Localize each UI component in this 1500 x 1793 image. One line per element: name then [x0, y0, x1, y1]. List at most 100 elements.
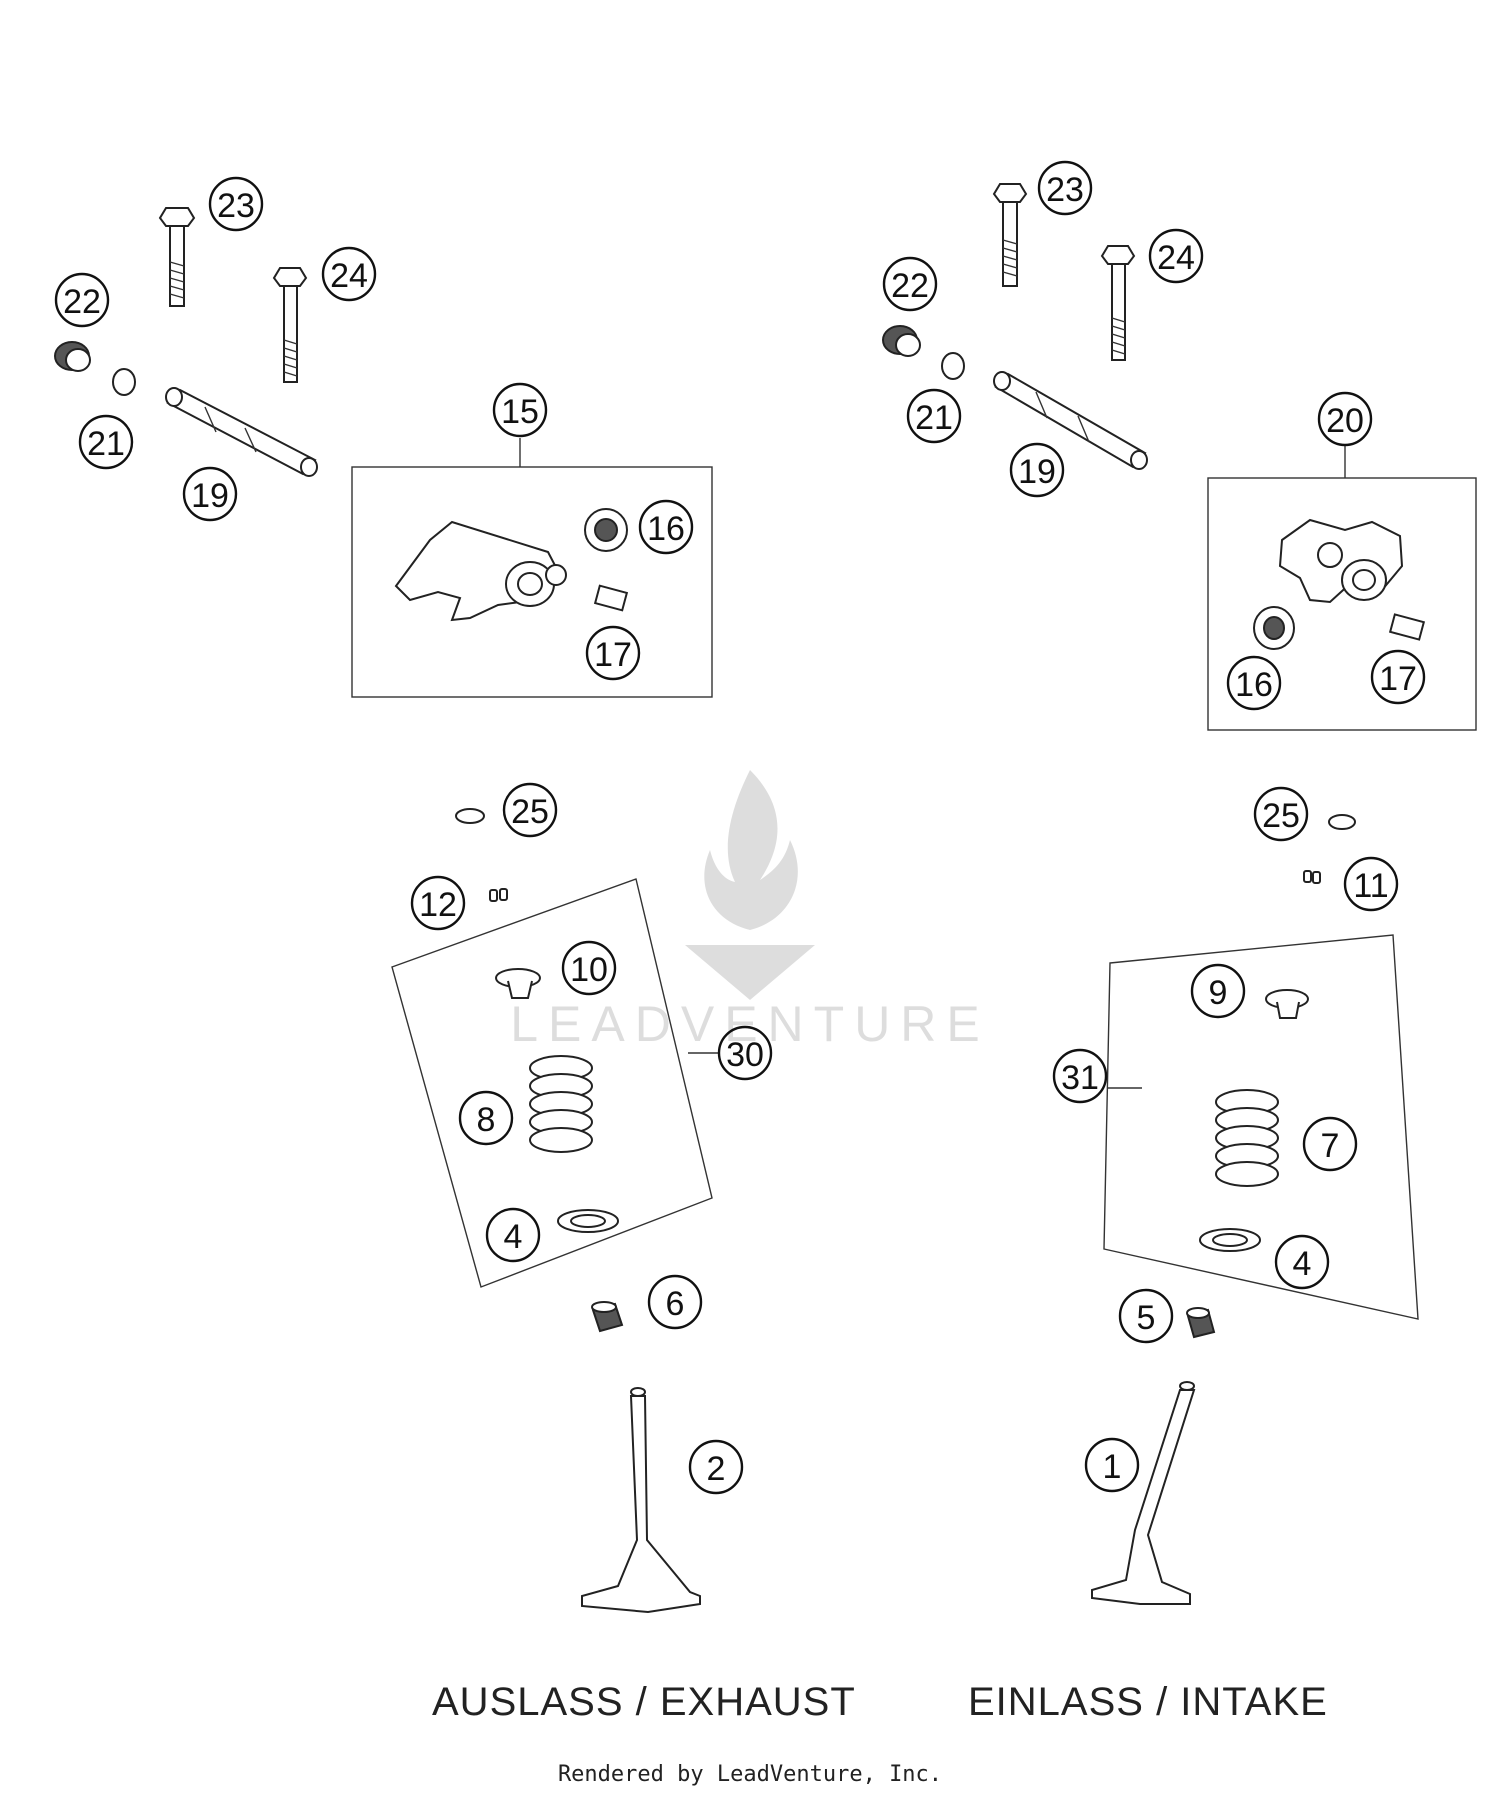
callout-4-exhaust: 4	[485, 1207, 541, 1263]
callout-20: 20	[1317, 391, 1373, 447]
svg-text:4: 4	[1293, 1245, 1312, 1283]
svg-text:11: 11	[1353, 867, 1388, 905]
callout-8: 8	[458, 1090, 514, 1146]
callout-16-exhaust: 16	[638, 499, 694, 555]
callout-10: 10	[561, 940, 617, 996]
callout-2: 2	[688, 1439, 744, 1495]
valve-keepers-11-intake	[1303, 870, 1321, 884]
svg-text:22: 22	[63, 283, 101, 321]
rocker-shaft-19-exhaust	[165, 387, 318, 477]
svg-text:21: 21	[915, 399, 953, 437]
bolt-23-exhaust	[158, 207, 196, 307]
spring-retainer-9-intake	[1265, 989, 1309, 1019]
valve-seal-5-intake	[1186, 1307, 1216, 1339]
svg-text:23: 23	[217, 187, 255, 225]
exhaust-section-label: AUSLASS / EXHAUST	[432, 1680, 856, 1724]
bearing-16-exhaust	[584, 508, 628, 552]
svg-text:1: 1	[1103, 1448, 1122, 1486]
rendered-by-footer: Rendered by LeadVenture, Inc.	[557, 1762, 943, 1787]
bolt-24-intake	[1100, 245, 1136, 361]
svg-text:31: 31	[1061, 1059, 1099, 1097]
callout-17-intake: 17	[1370, 649, 1426, 705]
callout-22-intake: 22	[882, 256, 938, 312]
callout-5: 5	[1118, 1288, 1174, 1344]
callout-25-intake: 25	[1253, 786, 1309, 842]
svg-text:5: 5	[1137, 1299, 1156, 1337]
callout-19-exhaust: 19	[182, 466, 238, 522]
callout-31: 31	[1052, 1048, 1108, 1104]
callout-23-intake: 23	[1037, 160, 1093, 216]
svg-text:8: 8	[477, 1101, 496, 1139]
svg-text:6: 6	[666, 1285, 685, 1323]
callout-7: 7	[1302, 1116, 1358, 1172]
svg-text:7: 7	[1321, 1127, 1340, 1165]
exhaust-valve-2	[581, 1387, 701, 1614]
svg-text:21: 21	[87, 425, 125, 463]
intake-valve-1	[1091, 1381, 1196, 1605]
rocker-arm-kit-box-20	[1207, 477, 1477, 731]
svg-text:16: 16	[647, 510, 685, 548]
o-ring-21-intake	[941, 352, 965, 380]
svg-text:30: 30	[726, 1036, 764, 1074]
callout-16-intake: 16	[1226, 655, 1282, 711]
svg-text:16: 16	[1235, 666, 1273, 704]
valve-spring-8-exhaust	[529, 1055, 593, 1153]
svg-text:15: 15	[501, 393, 539, 431]
svg-text:19: 19	[191, 477, 229, 515]
callout-21-exhaust: 21	[78, 414, 134, 470]
svg-text:19: 19	[1018, 453, 1056, 491]
bolt-23-intake	[992, 183, 1028, 287]
svg-text:9: 9	[1209, 974, 1228, 1012]
shim-25-exhaust	[455, 808, 485, 824]
callout-21-intake: 21	[906, 388, 962, 444]
svg-text:12: 12	[419, 886, 457, 924]
bearing-16-intake	[1253, 606, 1295, 650]
callout-9: 9	[1190, 963, 1246, 1019]
valve-keepers-12-exhaust	[489, 888, 508, 902]
rocker-arm-exhaust	[394, 520, 567, 622]
spring-seat-4-exhaust	[557, 1209, 619, 1233]
valve-spring-kit-box-30	[391, 878, 713, 1288]
svg-text:20: 20	[1326, 402, 1364, 440]
svg-text:17: 17	[594, 636, 632, 674]
svg-text:23: 23	[1046, 171, 1084, 209]
valve-seal-6-exhaust	[591, 1301, 624, 1333]
rocker-arm-kit-box-15	[351, 466, 713, 698]
callout-15: 15	[492, 382, 548, 438]
callout-11: 11	[1343, 856, 1399, 912]
callout-17-exhaust: 17	[585, 625, 641, 681]
svg-text:2: 2	[707, 1450, 726, 1488]
svg-text:24: 24	[330, 257, 368, 295]
rocker-shaft-19-intake	[993, 371, 1148, 470]
intake-section-label: EINLASS / INTAKE	[968, 1680, 1328, 1724]
svg-text:10: 10	[570, 951, 608, 989]
callout-30: 30	[717, 1025, 773, 1081]
svg-text:25: 25	[511, 793, 549, 831]
callout-22-exhaust: 22	[54, 272, 110, 328]
callout-23-exhaust: 23	[208, 176, 264, 232]
callout-24-exhaust: 24	[321, 246, 377, 302]
svg-text:24: 24	[1157, 239, 1195, 277]
pin-17-exhaust	[593, 584, 629, 612]
callout-19-intake: 19	[1009, 442, 1065, 498]
o-ring-21-exhaust	[112, 368, 136, 396]
svg-text:22: 22	[891, 267, 929, 305]
callout-6: 6	[647, 1274, 703, 1330]
spring-seat-4-intake	[1199, 1228, 1261, 1252]
plug-22-exhaust	[54, 341, 91, 372]
valve-spring-7-intake	[1215, 1089, 1279, 1187]
svg-text:4: 4	[504, 1218, 523, 1256]
callout-4-intake: 4	[1274, 1234, 1330, 1290]
callout-25-exhaust: 25	[502, 782, 558, 838]
bolt-24-exhaust	[272, 267, 308, 383]
valve-spring-kit-box-31	[1103, 934, 1419, 1320]
callout-12: 12	[410, 875, 466, 931]
svg-text:17: 17	[1379, 660, 1417, 698]
pin-17-intake	[1388, 613, 1426, 641]
spring-retainer-10-exhaust	[495, 968, 541, 999]
shim-25-intake	[1328, 814, 1356, 830]
callout-1: 1	[1084, 1437, 1140, 1493]
callout-24-intake: 24	[1148, 228, 1204, 284]
svg-text:25: 25	[1262, 797, 1300, 835]
